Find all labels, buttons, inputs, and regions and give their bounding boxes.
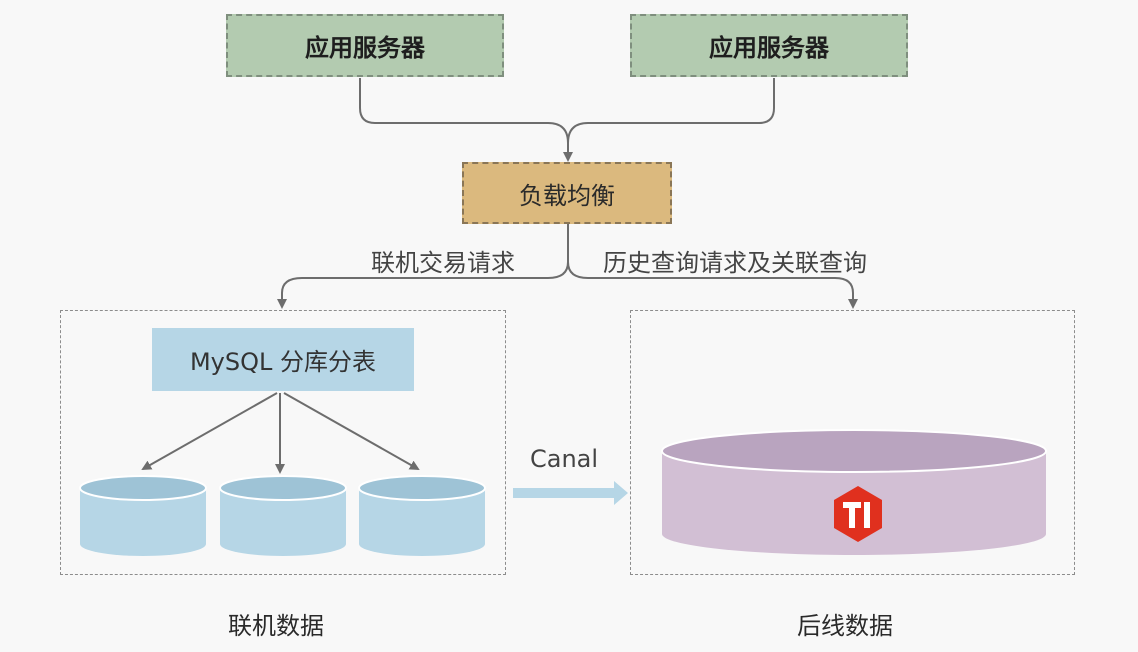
history-request-label: 历史查询请求及关联查询	[603, 249, 867, 277]
db-shard-2	[219, 475, 347, 556]
mysql-sharding-box: MySQL 分库分表	[152, 328, 414, 391]
connector-lb-to-offline	[567, 261, 858, 309]
connector-mysql-to-shard-3	[283, 392, 420, 470]
db-shard-3	[358, 475, 486, 556]
app-server-box: 应用服务器	[630, 14, 908, 77]
app-server-label: 应用服务器	[305, 34, 425, 62]
connector-mysql-to-shard-1	[141, 392, 278, 470]
offline-data-label: 后线数据	[797, 612, 893, 640]
load-balancer-label: 负载均衡	[519, 181, 615, 210]
connector-app2-to-lb	[567, 78, 775, 144]
online-data-group	[60, 310, 506, 575]
canal-label: Canal	[530, 445, 599, 473]
connector-lb-to-online	[277, 224, 569, 309]
db-shard-1	[79, 475, 207, 556]
tidb-logo-icon	[834, 486, 882, 542]
load-balancer-box: 负载均衡	[462, 162, 672, 224]
mysql-sharding-label: MySQL 分库分表	[189, 348, 377, 376]
connector-app1-to-lb	[359, 78, 573, 162]
online-data-label: 联机数据	[228, 612, 324, 640]
online-request-label: 联机交易请求	[371, 249, 515, 277]
offline-data-group	[630, 310, 1075, 575]
app-server-box: 应用服务器	[226, 14, 504, 77]
app-server-label: 应用服务器	[709, 34, 829, 62]
canal-arrow	[513, 481, 628, 505]
